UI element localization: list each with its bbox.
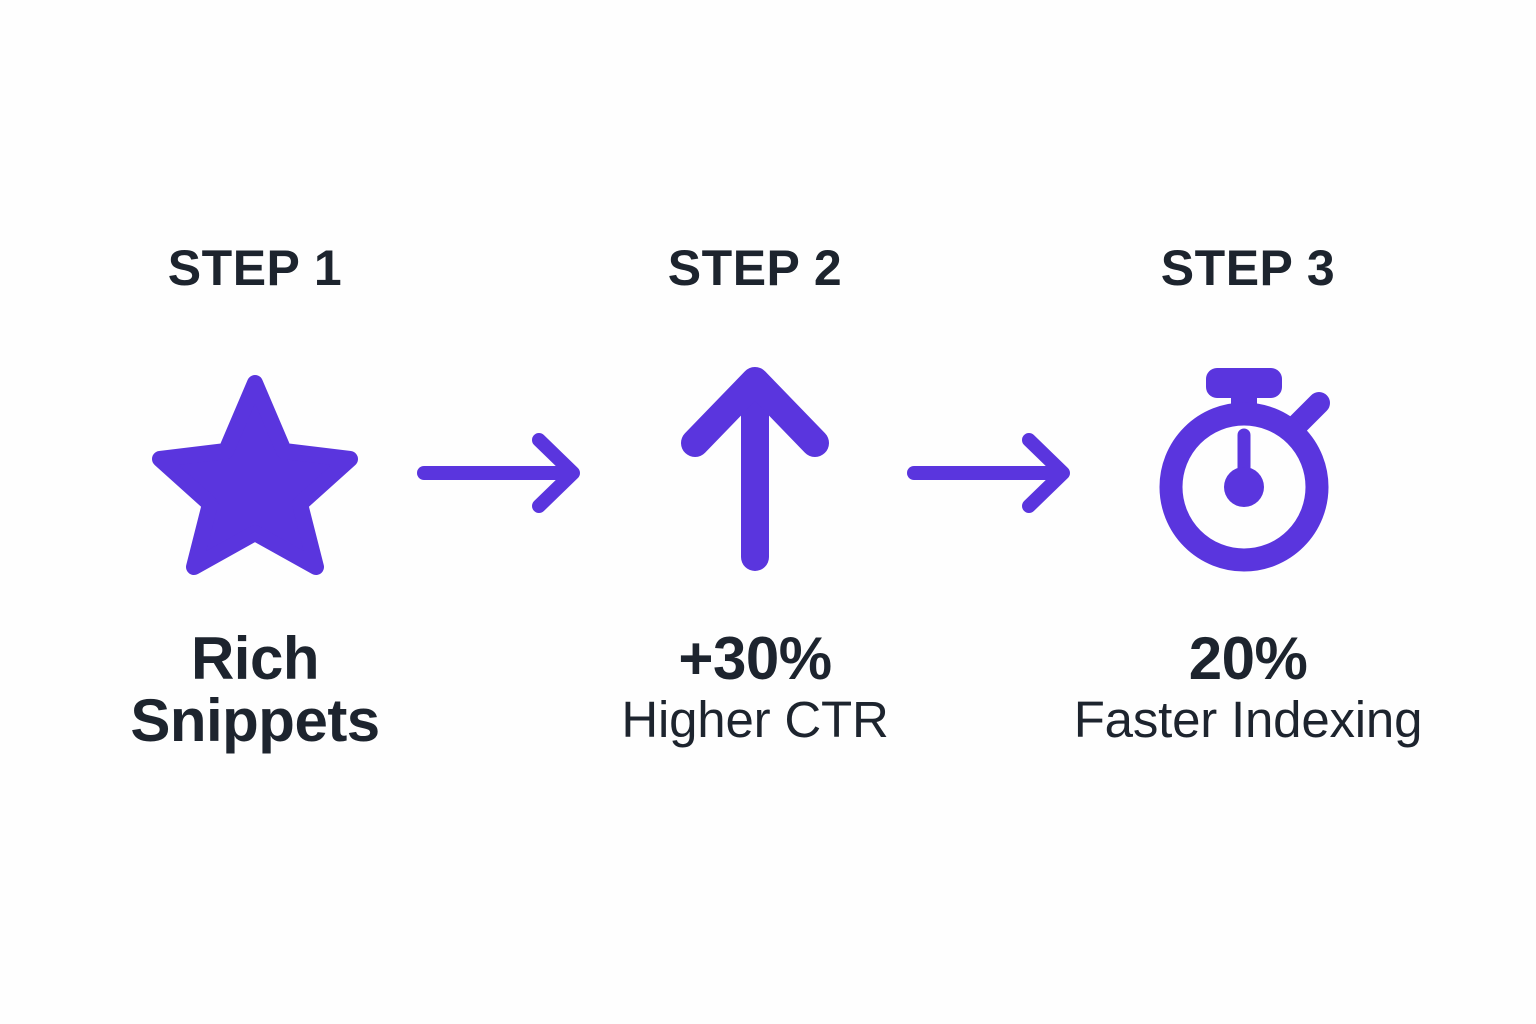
step-3-caption-secondary: Faster Indexing [1073, 690, 1423, 748]
step-1-label: STEP 1 [167, 240, 343, 296]
step-1-caption-primary: Rich [190, 625, 320, 692]
step-3-caption-primary: 20% [1188, 625, 1308, 692]
step-2-captions: +30% Higher CTR [621, 628, 888, 746]
arrow-right-icon [415, 428, 605, 518]
step-2-label: STEP 2 [667, 240, 843, 296]
stopwatch-icon [1156, 362, 1341, 572]
arrow-right-icon [905, 428, 1095, 518]
step-3-column: STEP 3 20% [1018, 243, 1478, 746]
step-2-column: STEP 2 +30% Higher CTR [525, 243, 985, 746]
step-3-captions: 20% Faster Indexing [1074, 628, 1423, 746]
step-2-icon-wrap [680, 352, 830, 582]
step-2-caption-primary: +30% [678, 625, 832, 692]
step-2-caption-secondary: Higher CTR [621, 690, 889, 748]
step-1-caption-secondary: Snippets [130, 686, 380, 754]
connector-1 [415, 428, 605, 518]
connector-2 [905, 428, 1095, 518]
step-1-icon-wrap [150, 352, 360, 582]
step-1-captions: Rich Snippets [130, 625, 380, 754]
step-3-icon-wrap [1156, 352, 1341, 582]
step-3-label: STEP 3 [1160, 240, 1336, 296]
star-icon [150, 367, 360, 575]
step-1-column: STEP 1 Rich Snippets [25, 243, 485, 752]
arrow-up-icon [680, 365, 830, 571]
